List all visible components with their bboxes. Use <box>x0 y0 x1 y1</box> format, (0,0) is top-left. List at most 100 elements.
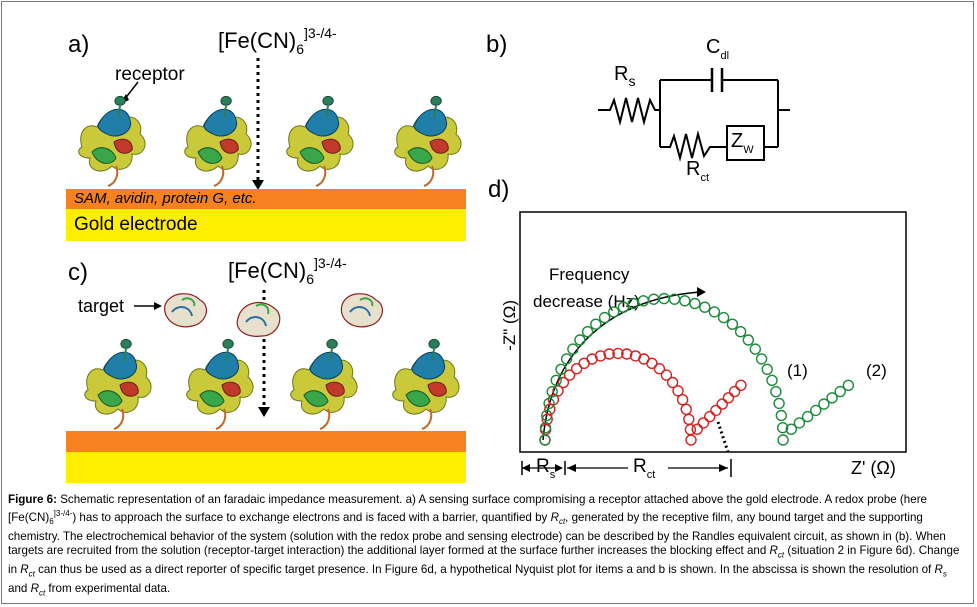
data-point-series-1 <box>716 398 728 410</box>
curve1-label: (1) <box>787 361 808 380</box>
panel-c-label: c) <box>68 259 88 286</box>
data-point-series-2 <box>541 409 553 422</box>
data-point-series-2 <box>734 326 747 338</box>
rs-axis-label: Rs <box>536 456 556 481</box>
panel-a-label: a) <box>68 31 90 58</box>
data-point-series-2 <box>546 386 558 398</box>
data-point-series-2 <box>842 379 855 391</box>
series-group <box>539 292 855 446</box>
data-point-series-1 <box>570 363 583 375</box>
rct-axis-label: Rct <box>633 456 656 481</box>
data-point-series-2 <box>555 363 567 375</box>
data-point-series-1 <box>563 369 576 381</box>
data-point-series-2 <box>818 398 830 410</box>
data-point-series-2 <box>826 392 838 404</box>
data-point-series-1 <box>697 417 710 429</box>
rs-label: Rs <box>614 63 636 89</box>
caption-fig-label: Figure 6: <box>8 493 57 506</box>
frequency-arrowhead <box>697 287 706 297</box>
frequency-arrow <box>542 291 701 441</box>
data-point-series-2 <box>699 301 711 313</box>
gold-electrode-c <box>66 452 466 483</box>
data-point-series-1 <box>722 392 735 404</box>
data-point-series-1 <box>660 369 673 381</box>
data-point-series-2 <box>777 422 789 434</box>
panel-d-label: d) <box>488 176 510 203</box>
data-point-series-1 <box>653 363 666 375</box>
panel-a-probe-formula: [Fe(CN)6]3-/4- <box>218 25 337 57</box>
data-point-series-2 <box>617 301 630 313</box>
data-point-series-1 <box>557 376 570 389</box>
panel-b-label: b) <box>486 31 508 58</box>
data-point-series-2 <box>560 353 573 365</box>
data-point-series-2 <box>581 326 594 338</box>
target-molecule <box>340 293 384 328</box>
figure-caption: Figure 6: Schematic representation of an… <box>8 493 960 598</box>
data-point-series-1 <box>594 350 607 362</box>
receptor-label: receptor <box>115 64 185 85</box>
target-molecule <box>236 301 281 337</box>
data-point-series-2 <box>689 297 701 310</box>
data-point-series-1 <box>735 379 747 391</box>
curve2-label: (2) <box>866 361 887 380</box>
warburg-element <box>726 125 765 161</box>
randles-circuit <box>598 68 790 162</box>
target-pointer-head <box>154 302 162 310</box>
probe-arrowhead-a <box>252 180 264 190</box>
panel-c-probe-formula: [Fe(CN)6]3-/4- <box>228 255 347 287</box>
sam-layer <box>66 189 466 209</box>
probe-arrowhead-c <box>258 407 270 417</box>
data-point-series-1 <box>544 403 556 415</box>
data-point-series-2 <box>608 306 620 318</box>
sam-layer-c <box>66 431 466 452</box>
data-point-series-2 <box>785 423 797 435</box>
data-point-series-1 <box>612 347 624 360</box>
data-point-series-1 <box>704 410 716 423</box>
extrapolation-dotted <box>716 421 730 453</box>
data-point-series-2 <box>627 297 639 310</box>
data-point-series-2 <box>834 385 846 398</box>
plot-area <box>519 211 907 453</box>
data-point-series-2 <box>742 334 754 346</box>
data-point-series-2 <box>567 343 579 355</box>
data-point-series-1 <box>685 434 697 446</box>
rct-resistor <box>660 130 727 162</box>
data-point-series-1 <box>621 348 633 360</box>
panel-c-arrows <box>83 290 461 430</box>
data-point-series-2 <box>539 422 552 434</box>
data-point-series-1 <box>666 376 679 389</box>
target-molecule <box>164 293 208 328</box>
arrow-text-1: Frequency <box>549 265 630 284</box>
data-point-series-2 <box>590 318 602 330</box>
data-point-series-2 <box>770 386 782 398</box>
rs-resistor <box>598 96 660 126</box>
gold-electrode-text: Gold electrode <box>74 214 198 235</box>
data-point-series-2 <box>717 311 730 324</box>
data-point-series-2 <box>749 343 761 355</box>
data-point-series-2 <box>801 410 814 423</box>
gold-electrode <box>66 209 466 241</box>
data-point-series-2 <box>550 374 562 386</box>
data-point-series-1 <box>676 394 689 406</box>
data-point-series-2 <box>679 295 691 307</box>
data-point-series-2 <box>574 334 586 346</box>
data-point-series-1 <box>710 404 722 417</box>
data-point-series-2 <box>766 374 778 386</box>
data-point-series-2 <box>755 353 768 365</box>
data-point-series-1 <box>728 385 741 398</box>
nyquist-plot <box>519 211 907 477</box>
data-point-series-2 <box>810 404 822 417</box>
nyquist-xlabel: Z' (Ω) <box>851 458 896 478</box>
data-point-series-2 <box>708 306 721 318</box>
data-point-series-2 <box>726 318 739 330</box>
data-point-series-1 <box>680 403 692 415</box>
data-point-series-2 <box>539 434 551 446</box>
zw-label: ZW <box>731 130 754 156</box>
data-point-series-2 <box>777 434 789 446</box>
data-point-series-2 <box>761 363 773 375</box>
data-point-series-1 <box>646 357 658 369</box>
data-point-series-2 <box>543 397 555 410</box>
data-point-series-1 <box>552 385 564 397</box>
data-point-series-2 <box>775 409 787 422</box>
